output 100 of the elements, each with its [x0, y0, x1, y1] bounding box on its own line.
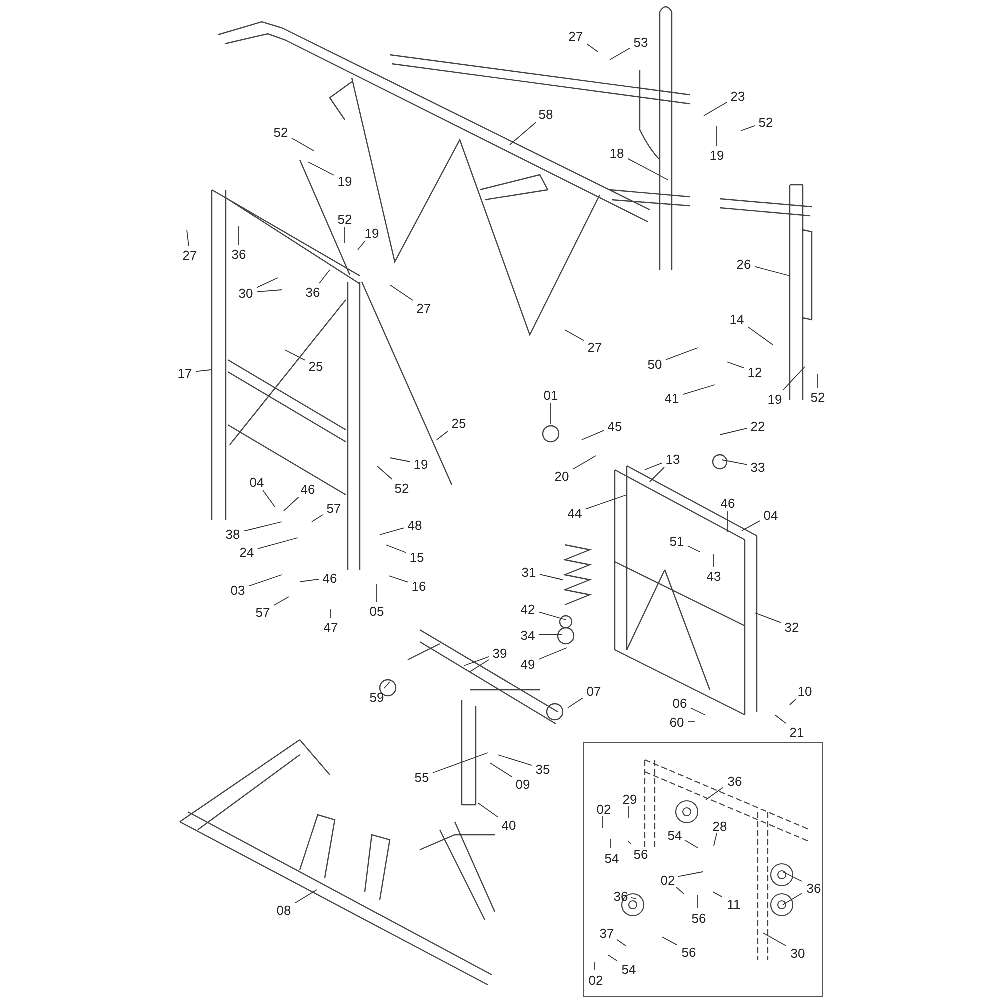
leader-line: [572, 456, 596, 470]
callout-number: 58: [536, 106, 556, 122]
callout-number: 57: [253, 604, 273, 620]
leader-line: [704, 102, 728, 116]
leader-line: [284, 350, 306, 361]
callout-number: 02: [586, 972, 606, 988]
leader-line: [714, 833, 718, 846]
callout-number: 44: [565, 506, 585, 520]
leader-line: [628, 806, 630, 818]
callout-number: 46: [718, 496, 738, 510]
leader-line: [630, 897, 636, 900]
leader-line: [294, 890, 318, 904]
callout-number: 29: [620, 792, 640, 806]
leader-line: [608, 954, 618, 962]
leader-line: [568, 698, 584, 708]
leader-line: [388, 576, 408, 583]
leader-line: [666, 348, 698, 360]
leader-line: [390, 284, 414, 301]
callout-number: 24: [237, 544, 257, 560]
callout-number: 36: [229, 246, 249, 262]
leader-line: [754, 612, 782, 624]
callout-number: 18: [607, 146, 627, 160]
leader-line: [564, 330, 584, 342]
callout-number: 36: [725, 774, 745, 788]
callout-number: 56: [631, 846, 651, 862]
leader-line: [248, 574, 282, 587]
leader-line: [538, 648, 568, 660]
callout-number: 27: [566, 28, 586, 44]
leader-line: [540, 574, 564, 580]
leader-line: [464, 656, 490, 666]
callout-number: 57: [324, 500, 344, 516]
callout-number: 46: [298, 482, 318, 496]
leader-line: [256, 278, 278, 288]
leader-line: [594, 962, 596, 971]
callout-number: 48: [405, 518, 425, 532]
leader-line: [344, 227, 346, 244]
leader-line: [490, 762, 512, 778]
leader-line: [376, 466, 393, 480]
callout-number: 36: [611, 888, 631, 904]
callout-number: 14: [727, 312, 747, 326]
leader-line: [602, 816, 604, 828]
leader-line: [300, 579, 320, 582]
callout-number: 25: [449, 416, 469, 430]
leader-line: [312, 514, 324, 522]
leader-line: [274, 596, 290, 606]
callout-number: 33: [748, 460, 768, 474]
callout-number: 41: [662, 390, 682, 406]
callout-number: 32: [782, 620, 802, 634]
leader-line: [722, 460, 748, 466]
leader-line: [716, 126, 718, 147]
callout-number: 49: [518, 656, 538, 672]
callout-number: 02: [658, 872, 678, 888]
callout-number: 05: [367, 604, 387, 618]
leader-line: [628, 158, 668, 180]
callout-number: 25: [306, 358, 326, 374]
callout-number: 52: [808, 390, 828, 404]
leader-line: [510, 122, 537, 146]
callout-number: 02: [594, 802, 614, 816]
callout-number: 51: [667, 534, 687, 548]
callout-number: 54: [619, 962, 639, 976]
leader-line: [470, 660, 490, 672]
leader-line: [586, 494, 628, 510]
leader-line: [706, 787, 724, 800]
callout-number: 43: [704, 568, 724, 584]
callout-number: 56: [679, 944, 699, 960]
callout-number: 45: [605, 418, 625, 434]
leader-line: [610, 838, 612, 849]
leader-line: [688, 546, 700, 552]
callout-number: 47: [321, 620, 341, 634]
leader-line: [308, 162, 334, 176]
callout-number: 20: [552, 468, 572, 484]
callout-number: 54: [602, 850, 622, 866]
leader-line: [782, 872, 802, 882]
leader-line: [610, 48, 630, 60]
callout-number: 31: [519, 564, 539, 580]
callout-number: 19: [335, 174, 355, 188]
callout-number: 21: [787, 724, 807, 740]
leader-line: [386, 544, 406, 554]
callout-number: 17: [175, 366, 195, 380]
callout-number: 22: [748, 418, 768, 434]
callout-number: 39: [490, 646, 510, 660]
callout-number: 15: [407, 550, 427, 564]
callout-number: 19: [362, 226, 382, 240]
callout-number: 27: [180, 248, 200, 262]
callout-number: 37: [597, 926, 617, 940]
callout-number: 52: [271, 124, 291, 140]
callout-number: 08: [274, 902, 294, 918]
leader-line: [782, 893, 802, 906]
callout-number: 30: [236, 286, 256, 300]
callout-number: 56: [689, 910, 709, 926]
callout-number: 04: [761, 508, 781, 522]
callout-number: 04: [247, 474, 267, 490]
leader-line: [650, 467, 665, 482]
callout-number: 11: [724, 896, 744, 912]
callout-number: 52: [756, 114, 776, 130]
callout-number: 27: [414, 300, 434, 316]
leader-line: [676, 887, 684, 894]
callout-number: 59: [367, 690, 387, 704]
callout-number: 19: [765, 392, 785, 406]
leader-line: [284, 497, 300, 512]
